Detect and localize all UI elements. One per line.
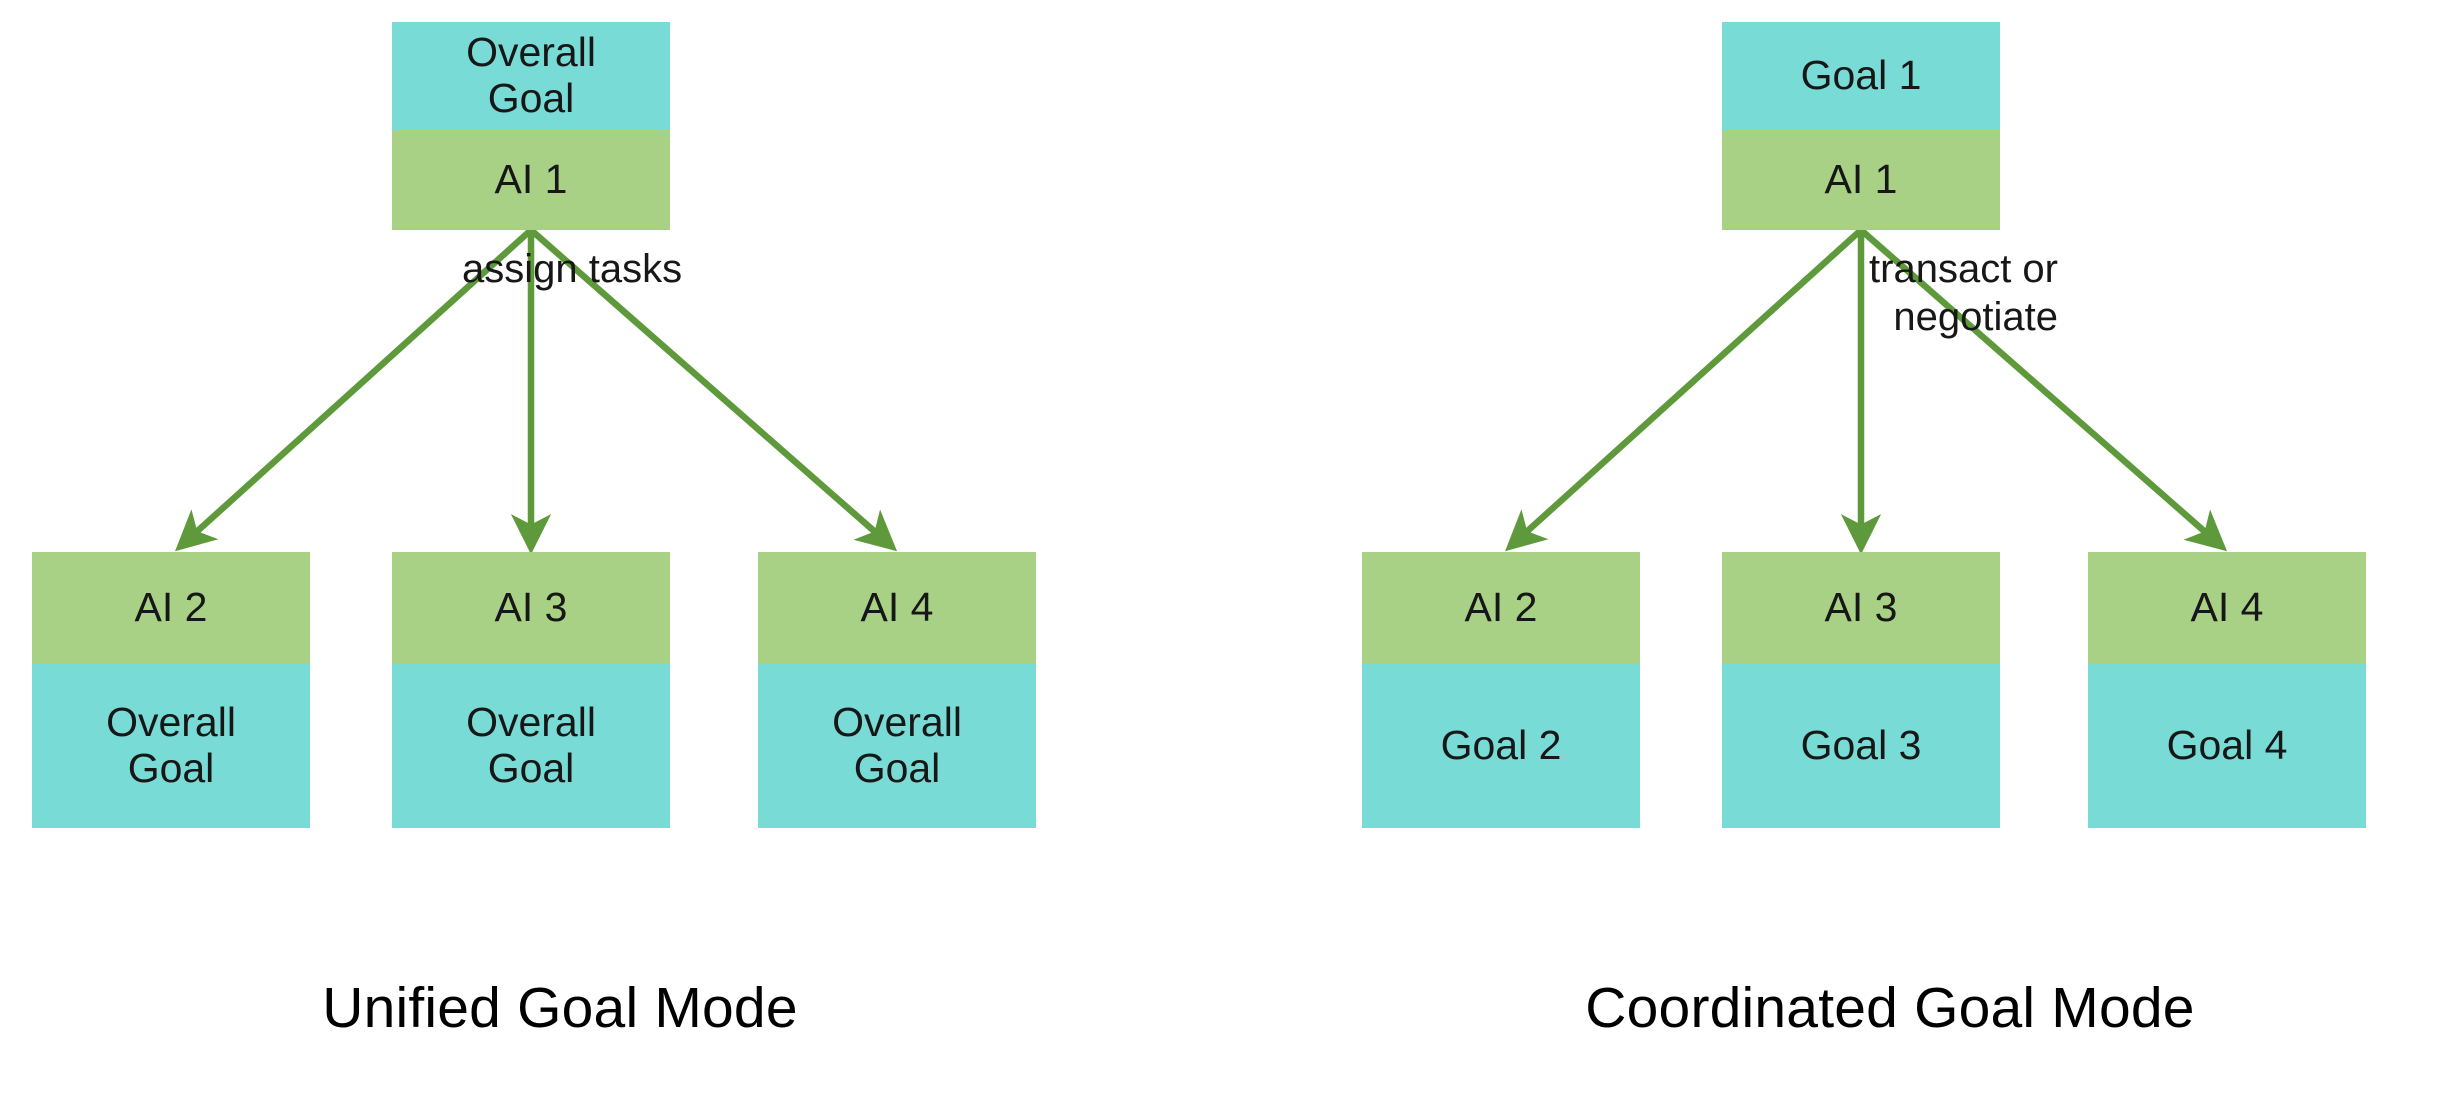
leaf-1-agent-label: AI 2 (1362, 552, 1640, 664)
leaf-2-agent-label: AI 3 (392, 552, 670, 664)
node-leaf-2[interactable]: AI 3 Overall Goal (392, 552, 670, 828)
node-leaf-3[interactable]: AI 4 Goal 4 (2088, 552, 2366, 828)
root-goal-label: Overall Goal (392, 22, 670, 130)
leaf-3-agent-label: AI 4 (2088, 552, 2366, 664)
panel-caption-coordinated: Coordinated Goal Mode (1585, 976, 2195, 1040)
leaf-2-goal-label: Overall Goal (392, 664, 670, 828)
panel-caption-unified: Unified Goal Mode (322, 976, 798, 1040)
panel-unified-goal-mode: Overall Goal AI 1 AI 2 Overall Goal AI 3… (10, 0, 1110, 1108)
root-agent-label: AI 1 (392, 130, 670, 230)
leaf-2-goal-label: Goal 3 (1722, 664, 2000, 828)
leaf-3-goal-label: Goal 4 (2088, 664, 2366, 828)
leaf-3-goal-label: Overall Goal (758, 664, 1036, 828)
panel-coordinated-goal-mode: Goal 1 AI 1 AI 2 Goal 2 AI 3 Goal 3 AI 4… (1340, 0, 2440, 1108)
root-agent-label: AI 1 (1722, 130, 2000, 230)
node-root[interactable]: Goal 1 AI 1 (1722, 22, 2000, 230)
edge-label-assign-tasks: assign tasks (462, 247, 683, 291)
leaf-2-agent-label: AI 3 (1722, 552, 2000, 664)
root-goal-label: Goal 1 (1722, 22, 2000, 130)
leaf-3-agent-label: AI 4 (758, 552, 1036, 664)
node-leaf-1[interactable]: AI 2 Overall Goal (32, 552, 310, 828)
leaf-1-goal-label: Goal 2 (1362, 664, 1640, 828)
edge-label-transact-or-negotiate: transact or negotiate (1869, 247, 2058, 339)
node-leaf-2[interactable]: AI 3 Goal 3 (1722, 552, 2000, 828)
node-root[interactable]: Overall Goal AI 1 (392, 22, 670, 230)
leaf-1-agent-label: AI 2 (32, 552, 310, 664)
leaf-1-goal-label: Overall Goal (32, 664, 310, 828)
node-leaf-1[interactable]: AI 2 Goal 2 (1362, 552, 1640, 828)
node-leaf-3[interactable]: AI 4 Overall Goal (758, 552, 1036, 828)
